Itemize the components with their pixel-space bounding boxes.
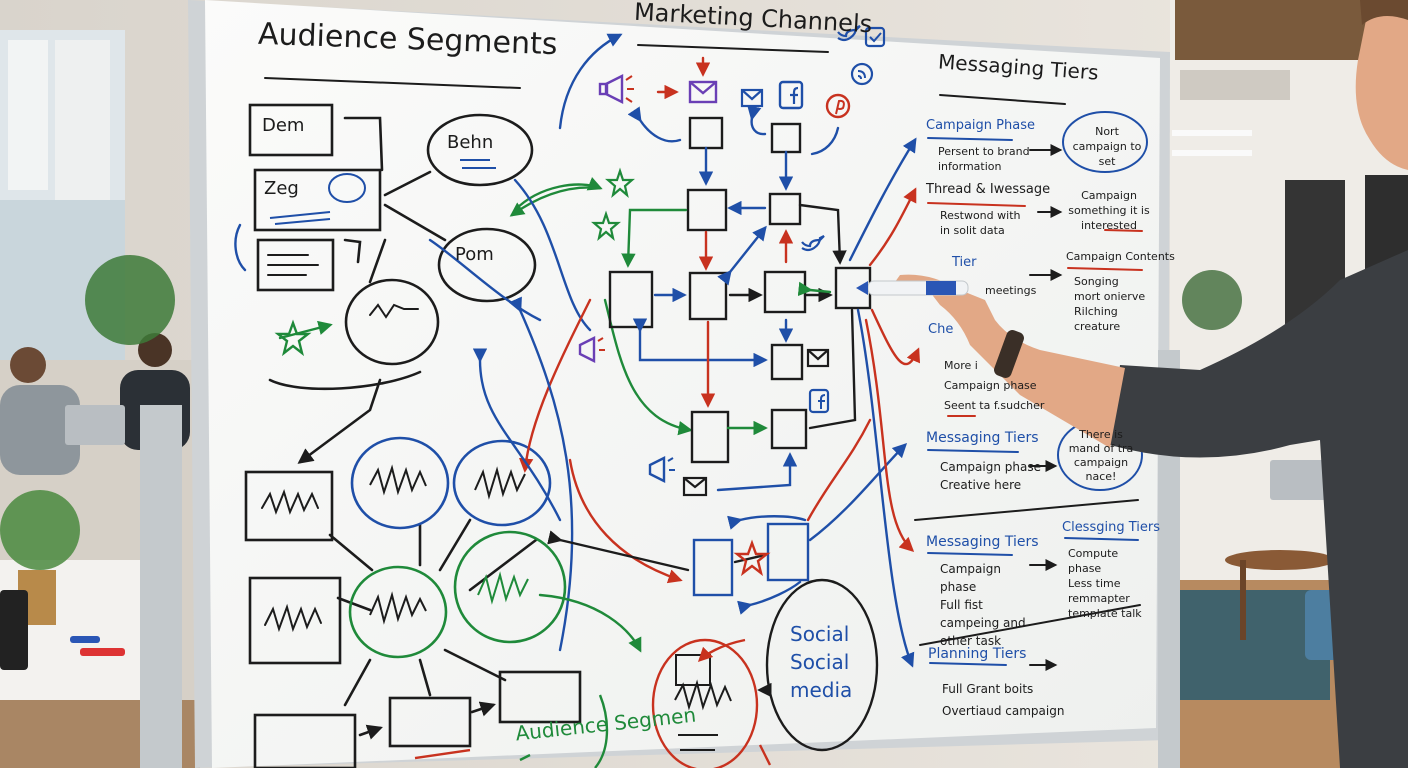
chat-icon: [864, 26, 886, 48]
audience-bubble-label-behn: Behn: [447, 132, 494, 153]
star-icon: [591, 210, 621, 241]
facebook-icon: [808, 388, 830, 414]
tier-3-bullets: meetings: [985, 283, 1036, 298]
tier-1-heading: Campaign Phase: [926, 118, 1035, 133]
megaphone-icon: [648, 456, 675, 483]
audience-box-label-dem: Dem: [262, 115, 305, 136]
megaphone-icon: [578, 336, 605, 363]
tier-2-result: Campaign something it is interested: [1068, 189, 1150, 232]
channels-drawing: [608, 44, 921, 668]
social-line-1: Social: [790, 622, 850, 646]
mail-icon: [806, 348, 830, 368]
social-line-2: Social: [790, 650, 850, 674]
tier-8-bullet-2: Less time remmapter template talk: [1068, 577, 1142, 620]
tier-6-bullet-1: Campaign phase: [940, 460, 1041, 474]
tier-7-heading: Messaging Tiers: [926, 534, 1039, 550]
tier-3-heading: Tier: [952, 255, 977, 270]
tier-8-heading: Clessging Tiers: [1062, 520, 1160, 535]
tier-5-bullet-1: More i: [944, 359, 978, 372]
bottom-circles: [414, 578, 879, 768]
tier-5-bullet-3: Seent ta f.sudcher: [944, 399, 1045, 412]
rss-icon: [850, 62, 874, 86]
tier-4-result: Songing mort onierve Rilching creature: [1074, 275, 1146, 333]
flow-arrows: [234, 33, 693, 653]
tier-9-bullets: Full Grant boits Overtiaud campaign: [942, 678, 1064, 722]
tier-6-bullet-2: Creative here: [940, 478, 1022, 492]
tier-2-bullet-2: in solit data: [940, 224, 1005, 237]
mail-icon: [682, 476, 708, 497]
mail-icon: [688, 80, 718, 104]
tier-2-bullets: Restwond with in solit data: [940, 208, 1020, 238]
tier-6-result: There is mand of tra campaign nace!: [1068, 428, 1134, 483]
tier-5-heading: Che: [928, 322, 954, 337]
star-icon: [605, 167, 635, 198]
audience-box-label-zeg: Zeg: [264, 178, 299, 199]
tier-7-bullets: Campaign phase Full fist campeing and ot…: [940, 560, 1030, 650]
star-icon: [733, 539, 771, 577]
tier-8-bullet-1: Compute phase: [1068, 547, 1119, 575]
tier-7-bullet-1: Campaign phase: [940, 562, 1001, 594]
tier-1-bullets: Persent to brand information: [938, 144, 1030, 174]
star-icon: [274, 319, 312, 357]
audience-bubbles-colored: [269, 159, 567, 659]
tier-6-heading: Messaging Tiers: [926, 430, 1039, 446]
twitter-icon: [801, 235, 825, 252]
whiteboard-frame: [140, 0, 1180, 768]
mail-icon: [740, 88, 764, 108]
tier-3-result: Campaign Contents: [1066, 250, 1175, 263]
pinterest-icon: [825, 93, 851, 119]
tier-5-bullets: More i Campaign phase Seent ta f.sudcher: [944, 356, 1044, 416]
tier-9-bullet-2: Overtiaud campaign: [942, 704, 1065, 718]
presenter: [895, 0, 1408, 768]
megaphone-icon: [598, 74, 634, 104]
tier-9-bullet-1: Full Grant boits: [942, 682, 1034, 696]
social-note: Social Social media: [790, 620, 852, 704]
tier-5-bullet-2: Campaign phase: [944, 379, 1037, 392]
facebook-icon: [778, 80, 804, 110]
tier-2-heading: Thread & Iwessage: [926, 182, 1051, 197]
tier-9-heading: Planning Tiers: [928, 646, 1027, 662]
audience-drawing: [244, 77, 582, 768]
tier-6-bullets: Campaign phase Creative here: [940, 458, 1041, 494]
tier-1-bullet-1: Persent to brand: [938, 145, 1030, 158]
twitter-icon: [837, 25, 861, 42]
tier-7-bullet-2: Full fist campeing and other task: [940, 598, 1026, 648]
social-line-3: media: [790, 678, 853, 702]
marker-icon: [856, 280, 969, 296]
tier-3-bullet-1: meetings: [985, 284, 1037, 297]
tier-8-bullets: Compute phase Less time remmapter templa…: [1068, 546, 1154, 621]
audience-bubble-label-pom: Pom: [455, 244, 494, 265]
tier-1-result: Nort campaign to set: [1072, 125, 1142, 168]
tier-2-bullet-1: Restwond with: [940, 209, 1021, 222]
tier-1-bullet-2: information: [938, 160, 1002, 173]
